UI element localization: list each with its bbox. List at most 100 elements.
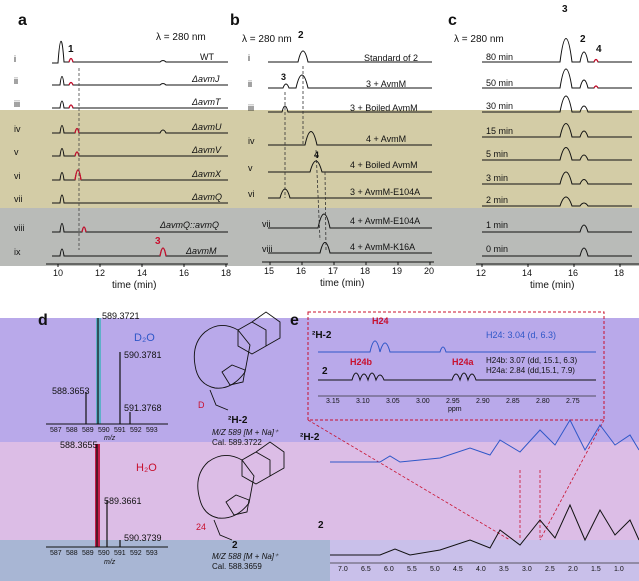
d-top-xtick-591: 591 xyxy=(114,427,126,434)
d-bottom-xtick-590: 590 xyxy=(98,550,110,557)
a-xtick-16: 16 xyxy=(179,268,190,278)
d-top-xtick-593: 593 xyxy=(146,427,158,434)
e-note-3: H24a: 2.84 (dd,15.1, 7.9) xyxy=(486,366,575,375)
a-red-peak-ii xyxy=(68,81,74,86)
d-bottom-solvent: H₂O xyxy=(136,462,157,474)
b-row-viii-num: viii xyxy=(262,244,273,254)
a-row-ii-label: ΔavmJ xyxy=(192,74,220,84)
structure-bottom-pyrrolidone xyxy=(225,494,250,516)
a-row-vi-num: vi xyxy=(14,171,21,181)
a-row-vii-label: ΔavmQ xyxy=(192,192,223,202)
structure-top xyxy=(193,311,281,411)
c-trace-30 xyxy=(482,95,632,113)
e-full-top-label: ²H-2 xyxy=(300,432,320,443)
panel-a-letter: a xyxy=(18,12,27,29)
e-full-trace-bottom xyxy=(330,503,639,556)
c-peak-label-4: 4 xyxy=(596,44,602,55)
structure-bottom-macrocycle xyxy=(197,455,255,519)
a-xtick-12: 12 xyxy=(95,268,106,278)
b-row-v-num: v xyxy=(248,163,253,173)
b-row-i-label: Standard of 2 xyxy=(364,53,419,63)
e-inset-tick-280: 2.80 xyxy=(536,398,550,405)
e-full-tick-3: 3.0 xyxy=(522,566,532,573)
b-row-vi-label: 3 + AvmM-E104A xyxy=(350,187,421,197)
a-xtick-14: 14 xyxy=(137,268,148,278)
structure-top-pyrrolidone xyxy=(221,364,246,386)
b-row-vi-num: vi xyxy=(248,189,255,199)
d-top-d-label: D xyxy=(198,400,205,410)
a-row-iv-label: ΔavmU xyxy=(192,122,222,132)
a-red-peak-iv xyxy=(74,127,80,134)
d-bottom-x-title: m/z xyxy=(104,559,116,566)
e-full-tick-2: 2.0 xyxy=(568,566,578,573)
d-bottom-peak-2: 589.3661 xyxy=(104,496,142,506)
d-top-compound: ²H-2 xyxy=(228,415,248,426)
a-row-ix-label: ΔavmM xyxy=(186,246,217,256)
b-trace-vii xyxy=(268,213,432,229)
c-row-0: 0 min xyxy=(486,244,509,254)
b-xtick-15: 15 xyxy=(264,266,275,276)
e-zoom-line-right xyxy=(539,419,605,541)
e-inset-trace-top xyxy=(318,340,596,353)
b-trace-viii xyxy=(268,242,432,254)
a-xtick-10: 10 xyxy=(53,268,64,278)
a-red-peak-i xyxy=(68,57,74,63)
d-bottom-xtick-592: 592 xyxy=(130,550,142,557)
b-trace-ii xyxy=(268,74,432,89)
panel-b-letter: b xyxy=(230,12,240,29)
b-wavelength: λ = 280 nm xyxy=(242,34,292,45)
c-trace-1 xyxy=(482,224,632,233)
d-bottom-peak-1: 588.3655 xyxy=(60,440,98,450)
d-top-peaks xyxy=(85,318,131,424)
b-trace-iv xyxy=(268,131,432,146)
a-red-peak-vi xyxy=(74,169,82,181)
a-x-title: time (min) xyxy=(112,280,157,291)
b-row-vii-num: vii xyxy=(262,219,271,229)
b-row-iii-num: iii xyxy=(248,103,254,113)
e-full-tick-5: 5.0 xyxy=(430,566,440,573)
structure-bottom-rings xyxy=(241,441,285,485)
c-row-3: 3 min xyxy=(486,173,509,183)
a-red-peak-iii xyxy=(68,104,74,109)
e-inset-top-label: ²H-2 xyxy=(312,330,332,341)
d-bottom-peak-3: 590.3739 xyxy=(124,533,162,543)
panel-d-bottom-spectrum xyxy=(46,444,168,548)
e-note-1: H24: 3.04 (d, 6.3) xyxy=(486,330,557,340)
c-peak-label-2: 2 xyxy=(580,34,586,45)
e-full-trace-top xyxy=(330,418,639,463)
d-bottom-xtick-589: 589 xyxy=(82,550,94,557)
b-peak-label-4: 4 xyxy=(314,150,320,160)
d-top-peak-4: 591.3768 xyxy=(124,403,162,413)
b-row-ii-num: ii xyxy=(248,79,252,89)
d-top-xtick-589: 589 xyxy=(82,427,94,434)
structure-bottom xyxy=(197,441,285,541)
c-red-peak-80 xyxy=(593,58,599,63)
d-bottom-xtick-593: 593 xyxy=(146,550,158,557)
c-peak-label-3: 3 xyxy=(562,4,568,15)
d-top-solvent: D₂O xyxy=(134,332,155,344)
c-row-5: 5 min xyxy=(486,149,509,159)
a-row-vii-num: vii xyxy=(14,194,23,204)
e-inset-tick-285: 2.85 xyxy=(506,398,520,405)
panel-d-top-spectrum xyxy=(46,318,168,425)
e-full-tick-25: 2.5 xyxy=(545,566,555,573)
b-xtick-17: 17 xyxy=(328,266,339,276)
e-full-tick-6: 6.0 xyxy=(384,566,394,573)
c-row-80: 80 min xyxy=(486,52,514,62)
d-top-xtick-590: 590 xyxy=(98,427,110,434)
a-row-iii-label: ΔavmT xyxy=(192,97,221,107)
b-row-vii-label: 4 + AvmM-E104A xyxy=(350,216,421,226)
e-full-tick-1: 1.0 xyxy=(614,566,624,573)
structure-top-sidechain xyxy=(209,389,229,411)
c-trace-5 xyxy=(482,147,632,161)
b-row-iii-label: 3 + Boiled AvmM xyxy=(350,103,418,113)
b-trace-iii xyxy=(268,105,432,113)
a-wavelength: λ = 280 nm xyxy=(156,32,206,43)
c-row-2: 2 min xyxy=(486,195,509,205)
b-guide-d xyxy=(324,171,327,251)
d-bottom-formula-1: M/Z 588 [M + Na]⁺ xyxy=(212,552,279,561)
b-row-viii-label: 4 + AvmM-K16A xyxy=(350,242,416,252)
structure-bottom-sidechain xyxy=(213,519,233,541)
b-peak-label-2: 2 xyxy=(298,30,304,41)
